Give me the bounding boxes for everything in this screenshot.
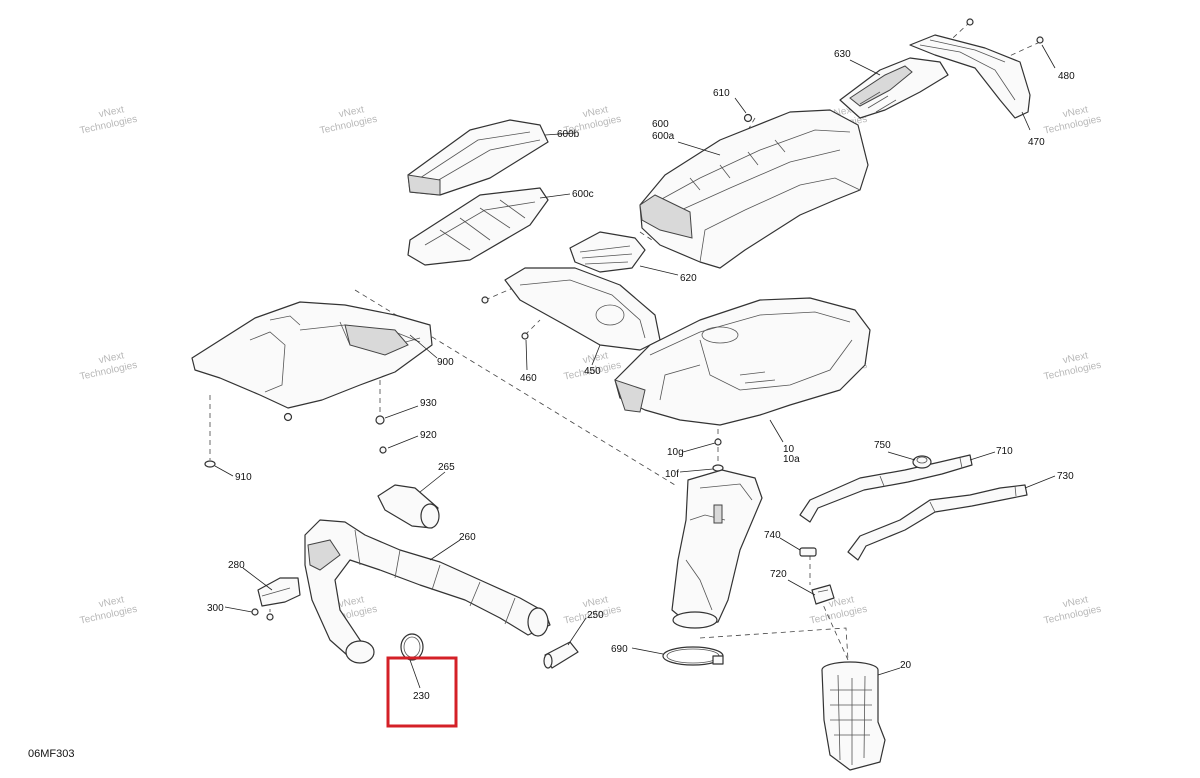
watermark: vNext Technologies xyxy=(1043,104,1102,136)
watermark-line1: vNext xyxy=(828,594,856,610)
part-230-clamp xyxy=(400,633,424,661)
callout-740[interactable]: 740 xyxy=(764,530,781,541)
callout-910[interactable]: 910 xyxy=(235,472,252,483)
callout-630[interactable]: 630 xyxy=(834,49,851,60)
assembly-lines xyxy=(209,21,1041,661)
part-intake-duct-vertical xyxy=(671,469,763,629)
watermark-line1: vNext xyxy=(338,104,366,120)
watermark: vNext Technologies xyxy=(79,594,138,626)
watermark-line1: vNext xyxy=(582,594,610,610)
part-690-clamp xyxy=(662,646,724,666)
part-740-clip xyxy=(799,547,817,557)
callout-920[interactable]: 920 xyxy=(420,430,437,441)
watermark-line1: vNext xyxy=(1062,104,1090,120)
watermark-line1: vNext xyxy=(1062,350,1090,366)
screw-icon xyxy=(521,332,529,340)
leader-lines xyxy=(214,44,1056,689)
watermark: vNext Technologies xyxy=(1043,594,1102,626)
screw-icon xyxy=(481,296,489,304)
callout-710[interactable]: 710 xyxy=(996,446,1013,457)
callout-750[interactable]: 750 xyxy=(874,440,891,451)
watermark-line1: vNext xyxy=(98,350,126,366)
part-630-intake-duct xyxy=(839,57,949,119)
watermark-line1: vNext xyxy=(338,594,366,610)
part-265-coupler xyxy=(377,484,440,529)
part-10-airbox-housing xyxy=(614,297,871,426)
callout-720[interactable]: 720 xyxy=(770,569,787,580)
callouts: 480 470 630 610 600 600a 600b 600c 620 4… xyxy=(207,49,1075,702)
callout-480[interactable]: 480 xyxy=(1058,71,1075,82)
part-20-lower-duct xyxy=(821,661,886,771)
part-260-intake-tube xyxy=(304,519,551,664)
callout-620[interactable]: 620 xyxy=(680,273,697,284)
callout-250[interactable]: 250 xyxy=(587,610,604,621)
callout-10g[interactable]: 10g xyxy=(667,447,684,458)
callout-600c[interactable]: 600c xyxy=(572,189,594,200)
callout-230[interactable]: 230 xyxy=(413,691,430,702)
part-280-bracket xyxy=(257,577,301,607)
callout-450[interactable]: 450 xyxy=(584,366,601,377)
callout-20[interactable]: 20 xyxy=(900,660,912,671)
watermark: vNext Technologies xyxy=(79,104,138,136)
highlight-box-230 xyxy=(386,656,458,728)
part-450-guard xyxy=(504,267,661,351)
watermark-line1: vNext xyxy=(582,104,610,120)
part-620-grille xyxy=(569,231,646,273)
screw-icon xyxy=(714,438,722,446)
watermark: vNext Technologies xyxy=(79,350,138,382)
watermark: vNext Technologies xyxy=(1043,350,1102,382)
callout-260[interactable]: 260 xyxy=(459,532,476,543)
screw-icon xyxy=(1036,36,1044,44)
part-250-sleeve xyxy=(543,641,579,669)
watermark-line1: vNext xyxy=(582,350,610,366)
watermark: vNext Technologies xyxy=(319,104,378,136)
callout-280[interactable]: 280 xyxy=(228,560,245,571)
washer-icon xyxy=(375,415,385,425)
part-600c-frame xyxy=(407,187,549,266)
screw-icon xyxy=(966,18,974,26)
callout-610[interactable]: 610 xyxy=(713,88,730,99)
callout-265[interactable]: 265 xyxy=(438,462,455,473)
part-710-hose xyxy=(799,454,973,523)
watermark-line1: vNext xyxy=(98,594,126,610)
callout-600[interactable]: 600 xyxy=(652,119,669,130)
screw-icon xyxy=(283,412,293,422)
part-470-duct-cover xyxy=(909,34,1031,119)
callout-460[interactable]: 460 xyxy=(520,373,537,384)
callout-10f[interactable]: 10f xyxy=(665,469,679,480)
part-720-fitting xyxy=(811,584,835,605)
callout-690[interactable]: 690 xyxy=(611,644,628,655)
callout-300[interactable]: 300 xyxy=(207,603,224,614)
callout-930[interactable]: 930 xyxy=(420,398,437,409)
part-730-hose xyxy=(847,484,1028,561)
screw-icon xyxy=(743,113,753,123)
washer-icon xyxy=(204,460,216,468)
callout-10a[interactable]: 10a xyxy=(783,454,800,465)
part-600b-cover xyxy=(407,119,549,196)
callout-730[interactable]: 730 xyxy=(1057,471,1074,482)
part-600-intake-silencer xyxy=(639,109,869,269)
callout-470[interactable]: 470 xyxy=(1028,137,1045,148)
callout-900[interactable]: 900 xyxy=(437,357,454,368)
callout-10[interactable]: 10 xyxy=(783,444,795,455)
screw-icon xyxy=(266,613,274,621)
watermark-line1: vNext xyxy=(98,104,126,120)
callout-600b[interactable]: 600b xyxy=(557,129,580,140)
part-750-cap xyxy=(912,455,932,469)
screw-icon xyxy=(251,608,259,616)
watermark-line1: vNext xyxy=(1062,594,1090,610)
reference-code: 06MF303 xyxy=(28,748,74,760)
callout-600a[interactable]: 600a xyxy=(652,131,675,142)
screw-icon xyxy=(379,446,387,454)
part-900-heat-shield xyxy=(191,301,433,409)
